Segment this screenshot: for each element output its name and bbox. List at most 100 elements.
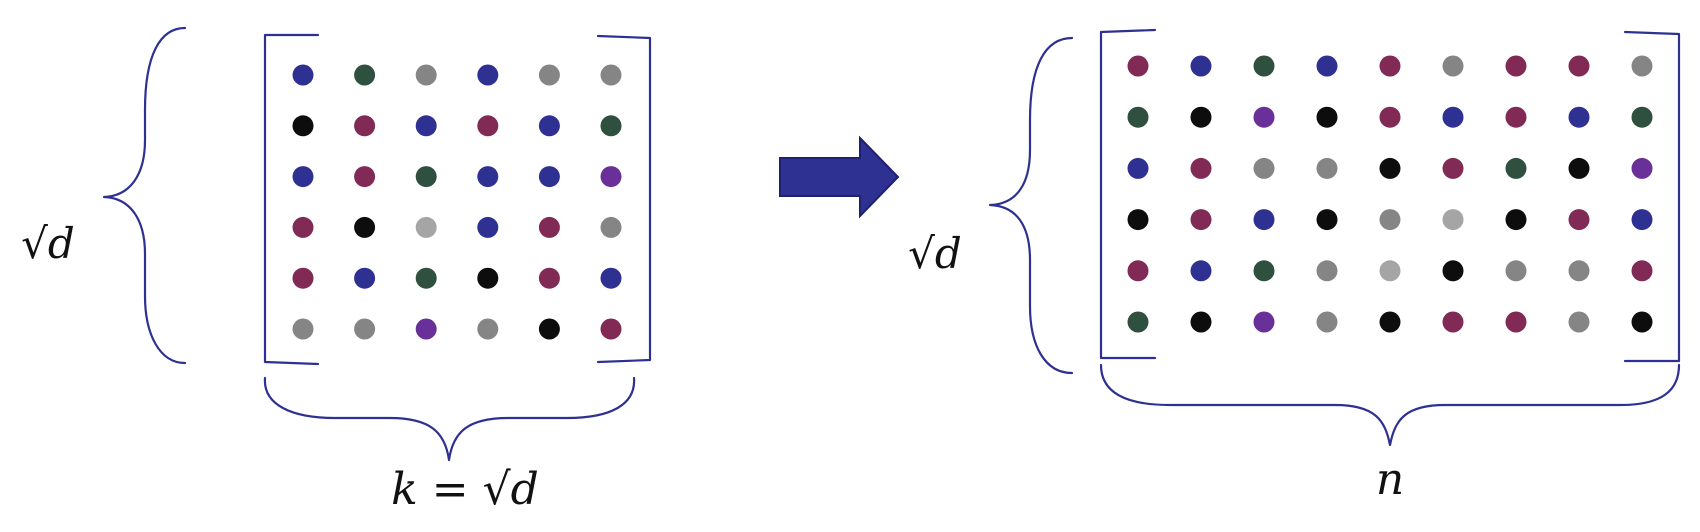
left-dot-r1-c2 (354, 64, 376, 86)
left-matrix-dots (292, 64, 622, 340)
right-dot-r2-c2 (1190, 106, 1212, 128)
right-dot-r3-c7 (1505, 157, 1527, 179)
left-dot-r3-c3 (415, 166, 437, 188)
right-dot-r5-c4 (1316, 260, 1338, 282)
right-dot-r2-c4 (1316, 106, 1338, 128)
left-dot-r4-c1 (292, 216, 314, 238)
left-dot-r1-c5 (538, 64, 560, 86)
right-dot-r2-c5 (1379, 106, 1401, 128)
left-matrix: √d k = √d (21, 26, 652, 515)
right-dot-r5-c3 (1253, 260, 1275, 282)
right-dot-r6-c3 (1253, 311, 1275, 333)
left-row-label: √d (21, 219, 75, 268)
right-dot-r6-c4 (1316, 311, 1338, 333)
right-dot-r3-c4 (1316, 157, 1338, 179)
right-dot-r1-c2 (1190, 55, 1212, 77)
right-dot-r2-c3 (1253, 106, 1275, 128)
left-dot-r4-c5 (538, 216, 560, 238)
right-dot-r4-c1 (1127, 209, 1149, 231)
right-dot-r5-c5 (1379, 260, 1401, 282)
right-dot-r6-c6 (1442, 311, 1464, 333)
right-dot-r4-c4 (1316, 209, 1338, 231)
left-dot-r2-c5 (538, 115, 560, 137)
left-dot-r2-c4 (477, 115, 499, 137)
right-row-brace (988, 36, 1074, 375)
left-dot-r6-c3 (415, 318, 437, 340)
right-dot-r4-c7 (1505, 209, 1527, 231)
left-dot-r1-c1 (292, 64, 314, 86)
left-dot-r5-c4 (477, 267, 499, 289)
right-dot-r1-c5 (1379, 55, 1401, 77)
left-dot-r2-c6 (600, 115, 622, 137)
right-dot-r6-c2 (1190, 311, 1212, 333)
left-dot-r1-c3 (415, 64, 437, 86)
left-dot-r3-c2 (354, 166, 376, 188)
left-dot-r2-c1 (292, 115, 314, 137)
right-dot-r5-c9 (1631, 260, 1653, 282)
left-dot-r2-c2 (354, 115, 376, 137)
left-dot-r6-c2 (354, 318, 376, 340)
left-dot-r1-c6 (600, 64, 622, 86)
left-dot-r6-c1 (292, 318, 314, 340)
left-dot-r4-c6 (600, 216, 622, 238)
right-dot-r1-c6 (1442, 55, 1464, 77)
left-dot-r3-c1 (292, 166, 314, 188)
right-dot-r6-c1 (1127, 311, 1149, 333)
left-row-brace (102, 26, 187, 365)
right-dot-r6-c5 (1379, 311, 1401, 333)
right-dot-r2-c7 (1505, 106, 1527, 128)
right-dot-r4-c9 (1631, 209, 1653, 231)
right-matrix-right-bracket (1623, 30, 1681, 363)
right-dot-r3-c6 (1442, 157, 1464, 179)
left-dot-r6-c4 (477, 318, 499, 340)
left-dot-r1-c4 (477, 64, 499, 86)
right-dot-r4-c3 (1253, 209, 1275, 231)
left-matrix-right-bracket (596, 34, 652, 364)
left-dot-r5-c5 (538, 267, 560, 289)
right-dot-r4-c2 (1190, 209, 1212, 231)
left-dot-r5-c1 (292, 267, 314, 289)
right-dot-r5-c2 (1190, 260, 1212, 282)
right-dot-r5-c1 (1127, 260, 1149, 282)
left-matrix-left-bracket (263, 33, 320, 366)
right-row-label: √d (908, 229, 962, 278)
right-dot-r3-c2 (1190, 157, 1212, 179)
left-col-brace (263, 376, 636, 462)
right-dot-r2-c8 (1568, 106, 1590, 128)
left-col-label: k = √d (391, 464, 539, 515)
left-dot-r4-c3 (415, 216, 437, 238)
right-dot-r5-c6 (1442, 260, 1464, 282)
right-dot-r3-c1 (1127, 157, 1149, 179)
right-dot-r1-c4 (1316, 55, 1338, 77)
right-dot-r2-c6 (1442, 106, 1464, 128)
right-dot-r1-c8 (1568, 55, 1590, 77)
right-col-label: n (1376, 454, 1404, 505)
left-dot-r2-c3 (415, 115, 437, 137)
left-dot-r5-c2 (354, 267, 376, 289)
right-dot-r3-c9 (1631, 157, 1653, 179)
right-dot-r1-c7 (1505, 55, 1527, 77)
left-dot-r3-c5 (538, 166, 560, 188)
left-dot-r3-c4 (477, 166, 499, 188)
right-dot-r1-c9 (1631, 55, 1653, 77)
left-dot-r6-c6 (600, 318, 622, 340)
right-matrix-dots (1127, 55, 1653, 333)
right-dot-r4-c6 (1442, 209, 1464, 231)
left-dot-r4-c4 (477, 216, 499, 238)
right-matrix: √d n (908, 28, 1681, 505)
right-dot-r2-c9 (1631, 106, 1653, 128)
right-dot-r6-c8 (1568, 311, 1590, 333)
right-dot-r5-c7 (1505, 260, 1527, 282)
right-dot-r3-c8 (1568, 157, 1590, 179)
left-dot-r5-c6 (600, 267, 622, 289)
right-dot-r1-c1 (1127, 55, 1149, 77)
right-arrow-icon (779, 135, 900, 219)
right-dot-r3-c5 (1379, 157, 1401, 179)
right-dot-r6-c9 (1631, 311, 1653, 333)
left-dot-r4-c2 (354, 216, 376, 238)
right-matrix-left-bracket (1099, 28, 1157, 360)
right-dot-r1-c3 (1253, 55, 1275, 77)
right-dot-r3-c3 (1253, 157, 1275, 179)
left-dot-r3-c6 (600, 166, 622, 188)
left-dot-r6-c5 (538, 318, 560, 340)
